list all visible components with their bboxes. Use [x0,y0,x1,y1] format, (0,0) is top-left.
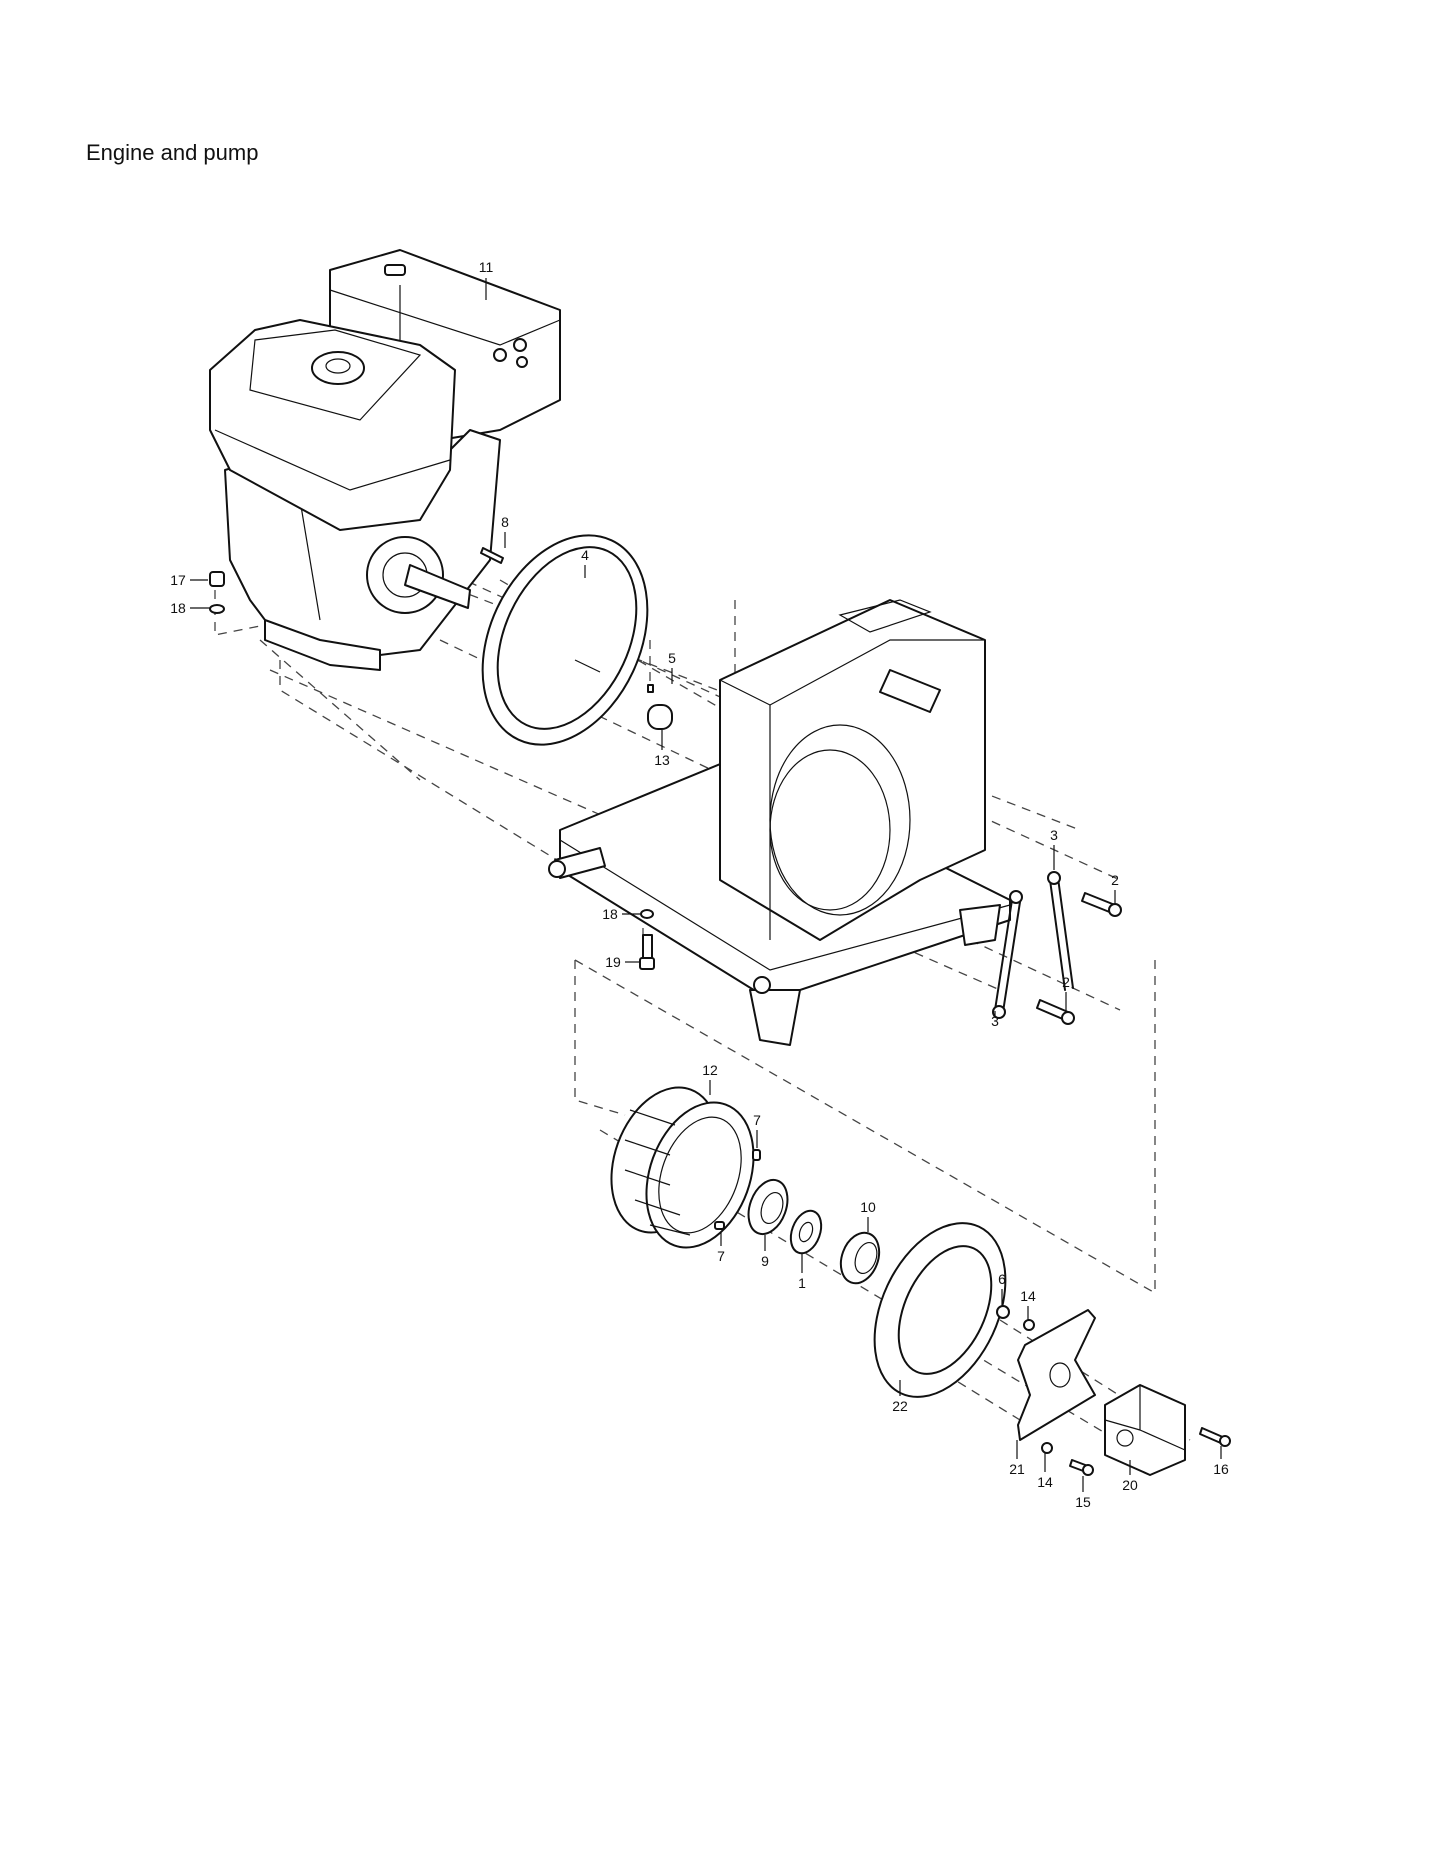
callout-17: 17 [170,572,186,588]
bolts-part-2 [1036,892,1122,1025]
engine-part-11 [209,249,561,671]
callout-20: 20 [1122,1477,1138,1493]
callout-11: 11 [478,259,494,275]
frame [548,599,1011,1046]
callout-18: 18 [602,906,618,922]
callout-22: 22 [892,1398,908,1414]
callout-14: 14 [1037,1474,1053,1490]
coupling-hub-part-10 [839,1231,881,1285]
set-screws-part-7 [714,1149,761,1230]
hardware-17-18 [209,571,225,614]
callout-2: 2 [1111,872,1119,888]
callout-leaders [190,278,1222,1492]
callout-5: 5 [668,650,676,666]
spacer-part-13 [647,684,673,730]
screws-15-16 [1069,1427,1231,1476]
callout-8: 8 [501,514,509,530]
callout-16: 16 [1213,1461,1229,1477]
callout-1: 1 [798,1275,806,1291]
fan-wheel-part-12 [610,1086,755,1249]
callout-18: 18 [170,600,186,616]
callout-10: 10 [860,1199,876,1215]
hardware-18-19 [639,909,655,970]
callout-2: 2 [1062,974,1070,990]
callout-19: 19 [605,954,621,970]
callout-4: 4 [581,547,589,563]
fan-housing-flange-part-22 [873,1222,1007,1398]
pump-mounting-plate-part-21 [1017,1309,1096,1441]
callout-13: 13 [654,752,670,768]
spider-part-1 [789,1209,823,1255]
callout-6: 6 [998,1271,1006,1287]
callout-3: 3 [1050,827,1058,843]
page-title: Engine and pump [86,140,259,165]
hydraulic-pump-part-20 [1104,1384,1186,1476]
callout-21: 21 [1009,1461,1025,1477]
link-bars-part-3 [992,871,1074,1019]
shaft-key-part-8 [480,547,504,564]
coupling-hub-part-9 [747,1178,789,1236]
callout-15: 15 [1075,1494,1091,1510]
callout-7: 7 [717,1248,725,1264]
callout-3: 3 [991,1013,999,1029]
ring-guard-part-4 [481,534,649,746]
callout-14: 14 [1020,1288,1036,1304]
callout-9: 9 [761,1253,769,1269]
callout-12: 12 [702,1062,718,1078]
callout-7: 7 [753,1112,761,1128]
hardware-6-14 [996,1305,1053,1454]
